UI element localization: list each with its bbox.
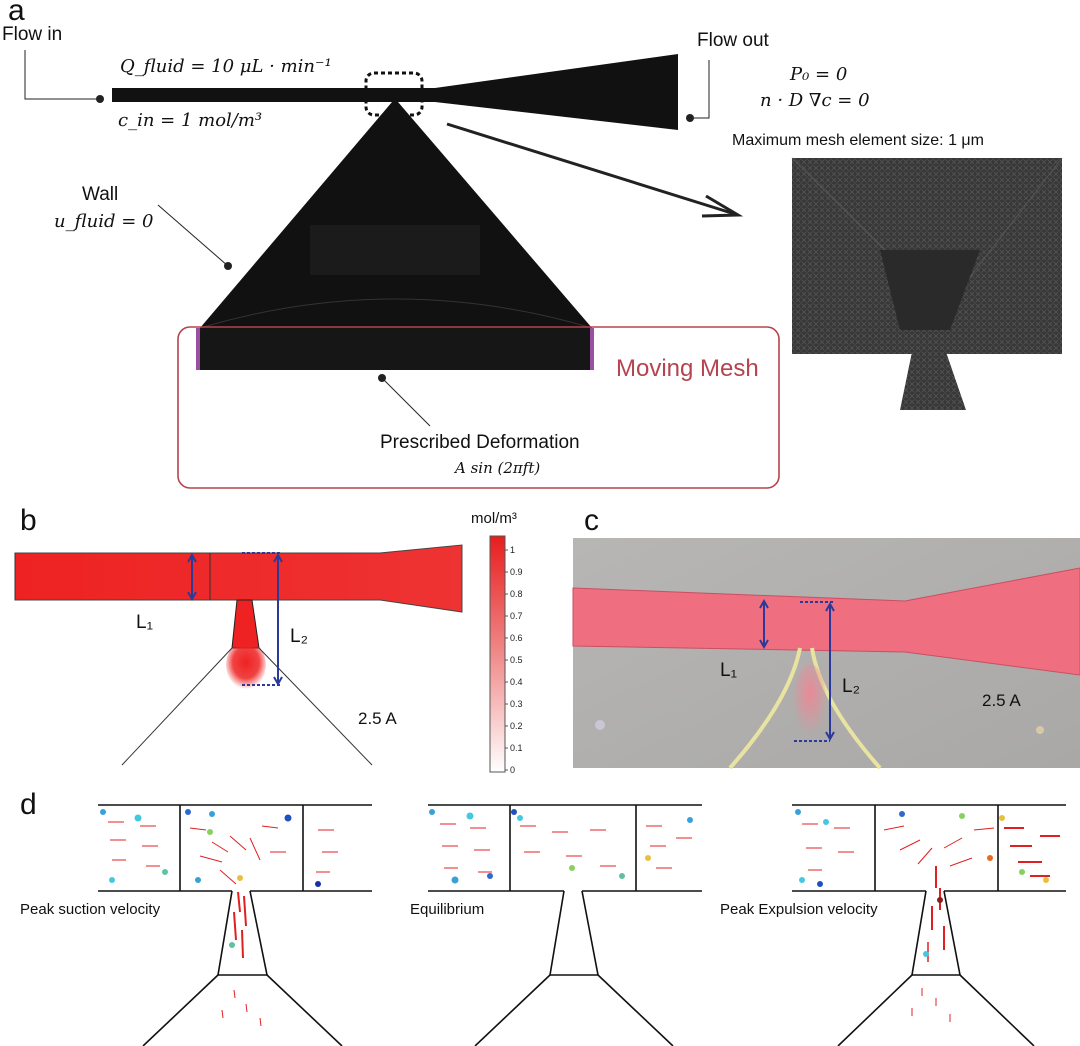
panel-a-label: a: [8, 0, 25, 27]
moving-mesh-frame: [177, 326, 780, 489]
moving-mesh-label: Moving Mesh: [616, 355, 759, 382]
mesh-zoom-panel: [791, 157, 1063, 410]
colorbar-tick-label: 0: [510, 765, 516, 775]
expulsion-velocity-vectors: [802, 823, 1060, 1022]
main-channel: [112, 54, 678, 130]
prescribed-deformation-label: Prescribed Deformation: [380, 432, 580, 453]
max-mesh-label: Maximum mesh element size: 1 μm: [732, 132, 984, 149]
expulsion-geometry: [792, 804, 1066, 1046]
colorbar-tick-label: 1: [510, 545, 516, 555]
d-label-equilibrium: Equilibrium: [410, 901, 485, 918]
equilibrium-geometry: [428, 804, 702, 1046]
expulsion-particles: [795, 809, 1049, 957]
wall-velocity-bc: u_fluid = 0: [54, 211, 154, 232]
d-label-suction: Peak suction velocity: [20, 901, 161, 918]
colorbar-ticks: [505, 549, 508, 771]
colorbar-tick-label: 0.6: [510, 633, 523, 643]
colorbar-tick-label: 0.1: [510, 743, 523, 753]
q-fluid-equation: Q_fluid = 10 μL · min⁻¹: [120, 56, 332, 77]
d-label-expulsion: Peak Expulsion velocity: [720, 901, 878, 918]
wall-label: Wall: [82, 184, 119, 205]
panel-d-label: d: [20, 788, 37, 821]
colorbar-tick-label: 0.4: [510, 677, 523, 687]
c-in-equation: c_in = 1 mol/m³: [118, 110, 263, 131]
b-amplitude-label: 2.5 A: [358, 709, 397, 728]
c-l2-label: L₂: [842, 676, 860, 697]
flow-out-label: Flow out: [697, 30, 769, 51]
panel-c-label: c: [584, 504, 599, 537]
colorbar-tick-label: 0.2: [510, 721, 523, 731]
colorbar-unit: mol/m³: [471, 510, 517, 527]
chamber-triangle: [200, 102, 592, 328]
panel-a-graphics: [24, 50, 1063, 489]
colorbar-tick-label: 0.5: [510, 655, 523, 665]
flux-bc: n · D ∇c = 0: [760, 90, 870, 111]
pressure-bc: P₀ = 0: [790, 64, 848, 85]
c-channel: [572, 567, 1080, 676]
suction-velocity-vectors: [108, 821, 338, 1027]
equilibrium-velocity-vectors: [440, 823, 692, 873]
chamber-rectangle: [198, 328, 592, 370]
colorbar-tick-label: 0.7: [510, 611, 523, 621]
b-l2-label: L₂: [290, 626, 308, 647]
colorbar-tick-label: 0.8: [510, 589, 523, 599]
c-l1-label: L₁: [720, 660, 737, 681]
equilibrium-particles: [429, 809, 693, 884]
flow-in-label: Flow in: [2, 24, 63, 45]
colorbar-tick-label: 0.9: [510, 567, 523, 577]
panel-b-label: b: [20, 504, 37, 537]
c-amplitude-label: 2.5 A: [982, 691, 1021, 710]
suction-geometry: [98, 804, 372, 1046]
suction-particles: [100, 809, 321, 948]
colorbar-tick-label: 0.3: [510, 699, 523, 709]
zoom-box: [364, 71, 424, 117]
b-l1-label: L₁: [136, 612, 153, 633]
colorbar: [489, 535, 506, 773]
deformation-equation: A sin (2πft): [455, 459, 541, 477]
